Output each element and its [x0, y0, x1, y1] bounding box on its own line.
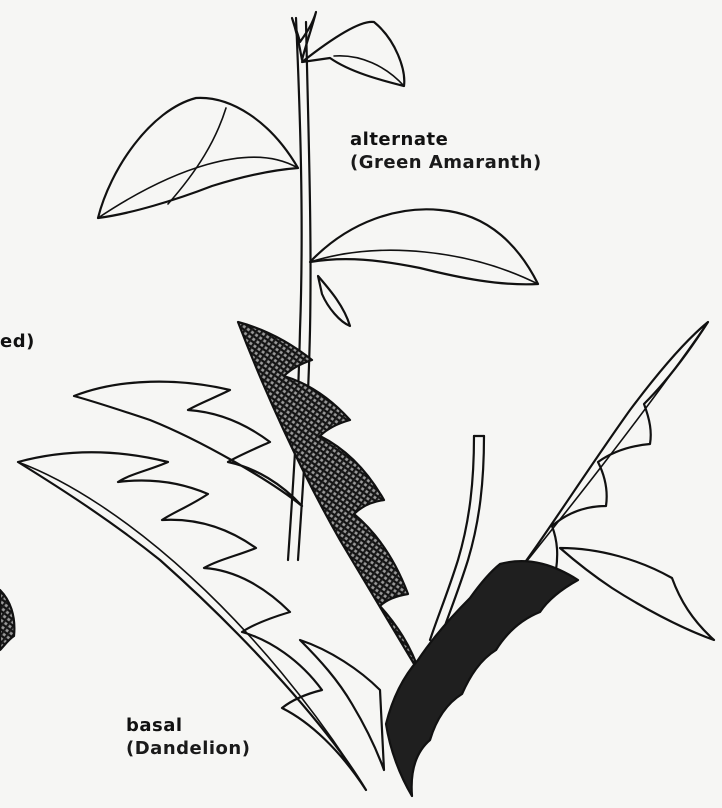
partial-leaf-left-edge	[0, 590, 14, 650]
label-cut-left: ed)	[0, 330, 35, 353]
amaranth-leaf-right	[310, 209, 538, 284]
dandelion-leaf-right	[502, 322, 708, 592]
label-basal-example: (Dandelion)	[126, 737, 250, 760]
amaranth-leaf-small	[318, 276, 350, 326]
label-basal: basal (Dandelion)	[126, 714, 250, 760]
dandelion-leaf-lower-left	[300, 640, 384, 770]
dandelion-leaf-far-right	[560, 548, 714, 640]
amaranth-leaf-top	[302, 22, 404, 86]
amaranth-stem	[288, 18, 302, 560]
label-alternate-term: alternate	[350, 128, 542, 151]
label-alternate-example: (Green Amaranth)	[350, 151, 542, 174]
dandelion-rosette	[18, 322, 714, 796]
label-basal-term: basal	[126, 714, 250, 737]
label-cut-left-text: ed)	[0, 330, 35, 353]
dandelion-leaf-dark	[386, 561, 578, 796]
label-alternate: alternate (Green Amaranth)	[350, 128, 542, 174]
